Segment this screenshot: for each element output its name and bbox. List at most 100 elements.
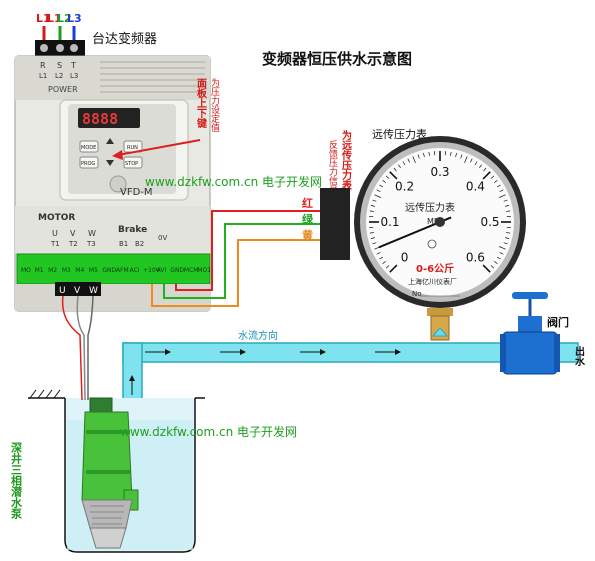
gauge-major-tick xyxy=(482,264,491,273)
green-signal-wire xyxy=(163,223,340,299)
control-terminal-label: M1 xyxy=(35,267,44,274)
gauge-ticks xyxy=(369,151,511,273)
up-arrow-key-icon[interactable] xyxy=(106,138,114,144)
mode-key[interactable] xyxy=(79,140,99,153)
watermark-top: www.dzkfw.com.cn 电子开发网 xyxy=(145,174,322,189)
red-signal-wire xyxy=(175,210,340,291)
flow-arrows xyxy=(129,349,401,395)
motor-output-block xyxy=(55,282,101,296)
wire-yellow-label: 黄 xyxy=(302,228,313,242)
gauge-flow-arrow-icon xyxy=(431,327,449,337)
output-sub: T2 xyxy=(68,240,78,248)
gauge-minor-tick xyxy=(455,152,457,157)
output-sub: T3 xyxy=(86,240,96,248)
valve-handwheel[interactable] xyxy=(512,292,548,299)
control-terminal-label: GND xyxy=(170,267,184,274)
gauge-tick-label: 0.3 xyxy=(430,165,449,179)
inverter-brand-label: 台达变频器 xyxy=(92,31,157,47)
gauge-minor-tick xyxy=(505,237,510,239)
gauge-minor-tick xyxy=(483,167,487,172)
gauge-minor-tick xyxy=(423,152,425,157)
gauge-minor-tick xyxy=(379,184,384,188)
gauge-tick-label: 0.1 xyxy=(380,215,399,229)
output-letter: U xyxy=(52,229,58,238)
wire-red-label: 红 xyxy=(302,196,313,210)
gauge-major-tick xyxy=(389,171,398,180)
gauge-serial-label: No xyxy=(412,290,422,298)
gauge-minor-tick xyxy=(499,252,504,255)
control-terminal-label: MO xyxy=(21,267,31,274)
gauge-minor-tick xyxy=(369,232,374,234)
gauge-major-tick xyxy=(389,264,398,273)
control-terminal-label: MCM xyxy=(184,267,199,274)
gauge-minor-tick xyxy=(417,154,420,159)
gauge-minor-tick xyxy=(503,199,508,202)
yellow-signal-wire xyxy=(151,239,340,307)
gauge-minor-tick xyxy=(382,261,387,264)
gauge-minor-tick xyxy=(372,242,377,245)
bottom-uvw-label: W xyxy=(89,286,98,296)
diagram-title: 变频器恒压供水示意图 xyxy=(262,50,412,68)
outlet-label: 出水 xyxy=(573,345,586,367)
flow-direction-label: 水流方向 xyxy=(238,329,278,342)
gate-valve[interactable] xyxy=(500,292,560,375)
output-letter: W xyxy=(88,229,96,238)
output-sub: T1 xyxy=(50,240,60,248)
led-display xyxy=(78,108,140,128)
gauge-note-main: 为远传压力表 xyxy=(340,129,353,191)
prog-key[interactable] xyxy=(79,156,99,169)
down-arrow-key-icon[interactable] xyxy=(106,160,114,166)
gauge-minor-tick xyxy=(498,194,506,198)
gauge-tick-label: 0.2 xyxy=(395,180,414,194)
gauge-minor-tick xyxy=(479,164,482,169)
bottom-uvw-label: V xyxy=(74,286,81,296)
gauge-minor-tick xyxy=(379,256,384,260)
wire-green-label: 绿 xyxy=(302,212,314,226)
gauge-minor-tick xyxy=(407,158,410,163)
gauge-minor-tick xyxy=(506,232,511,234)
input-terminal-label: L3 xyxy=(67,12,82,25)
control-terminal-label: +10V xyxy=(143,267,161,274)
gauge-face-title: 远传压力表 xyxy=(405,201,455,214)
terminal-letter: S xyxy=(57,61,62,70)
gauge-tick-labels: 00.10.20.30.40.50.6 xyxy=(380,165,499,264)
gauge-minor-tick xyxy=(412,156,416,164)
gauge-minor-tick xyxy=(464,156,468,164)
control-terminal-label: AVI xyxy=(157,267,167,274)
control-terminal-label: ACI xyxy=(130,267,140,274)
pump-label: 深井三相潜水泵 xyxy=(10,441,23,520)
gauge-minor-tick xyxy=(393,167,397,172)
gauge-minor-tick xyxy=(498,246,506,250)
gauge-minor-tick xyxy=(376,189,381,192)
gauge-title: 远传压力表 xyxy=(372,127,427,141)
output-letter: V xyxy=(70,229,76,238)
gauge-minor-tick xyxy=(398,164,401,169)
mode-key-label: MODE xyxy=(81,145,96,151)
gauge-minor-tick xyxy=(374,194,382,198)
gauge-tick-label: 0.5 xyxy=(480,215,499,229)
gauge-minor-tick xyxy=(376,252,381,255)
panel-pointer-arrow xyxy=(117,139,201,156)
gauge-minor-tick xyxy=(474,161,478,166)
gauge-minor-tick xyxy=(496,256,501,260)
potentiometer-knob[interactable] xyxy=(109,175,127,193)
watermark-bottom: www.dzkfw.com.cn 电子开发网 xyxy=(120,424,297,439)
gauge-minor-tick xyxy=(370,205,375,207)
panel-note-side: 为压力设定值 xyxy=(209,77,220,132)
stop-key-label: STOP xyxy=(125,161,138,167)
stop-key[interactable] xyxy=(123,156,143,169)
gauge-minor-tick xyxy=(428,151,430,156)
brake-label: Brake xyxy=(118,225,147,235)
bottom-uvw-label: U xyxy=(59,286,66,296)
gauge-minor-tick xyxy=(505,205,510,207)
gauge-minor-tick xyxy=(382,180,387,183)
arrow-head-icon xyxy=(112,150,123,160)
gauge-minor-tick xyxy=(496,184,501,188)
cert-mark-icon xyxy=(427,239,437,249)
model-label: VFD-M xyxy=(120,187,153,198)
gauge-range-label: 0-6公斤 xyxy=(416,262,454,275)
gauge-minor-tick xyxy=(493,261,498,264)
pressure-gauge: 00.10.20.30.40.50.6 远传压力表 MPa 0-6公斤 上海亿川… xyxy=(320,136,526,341)
gauge-minor-tick xyxy=(385,175,390,179)
